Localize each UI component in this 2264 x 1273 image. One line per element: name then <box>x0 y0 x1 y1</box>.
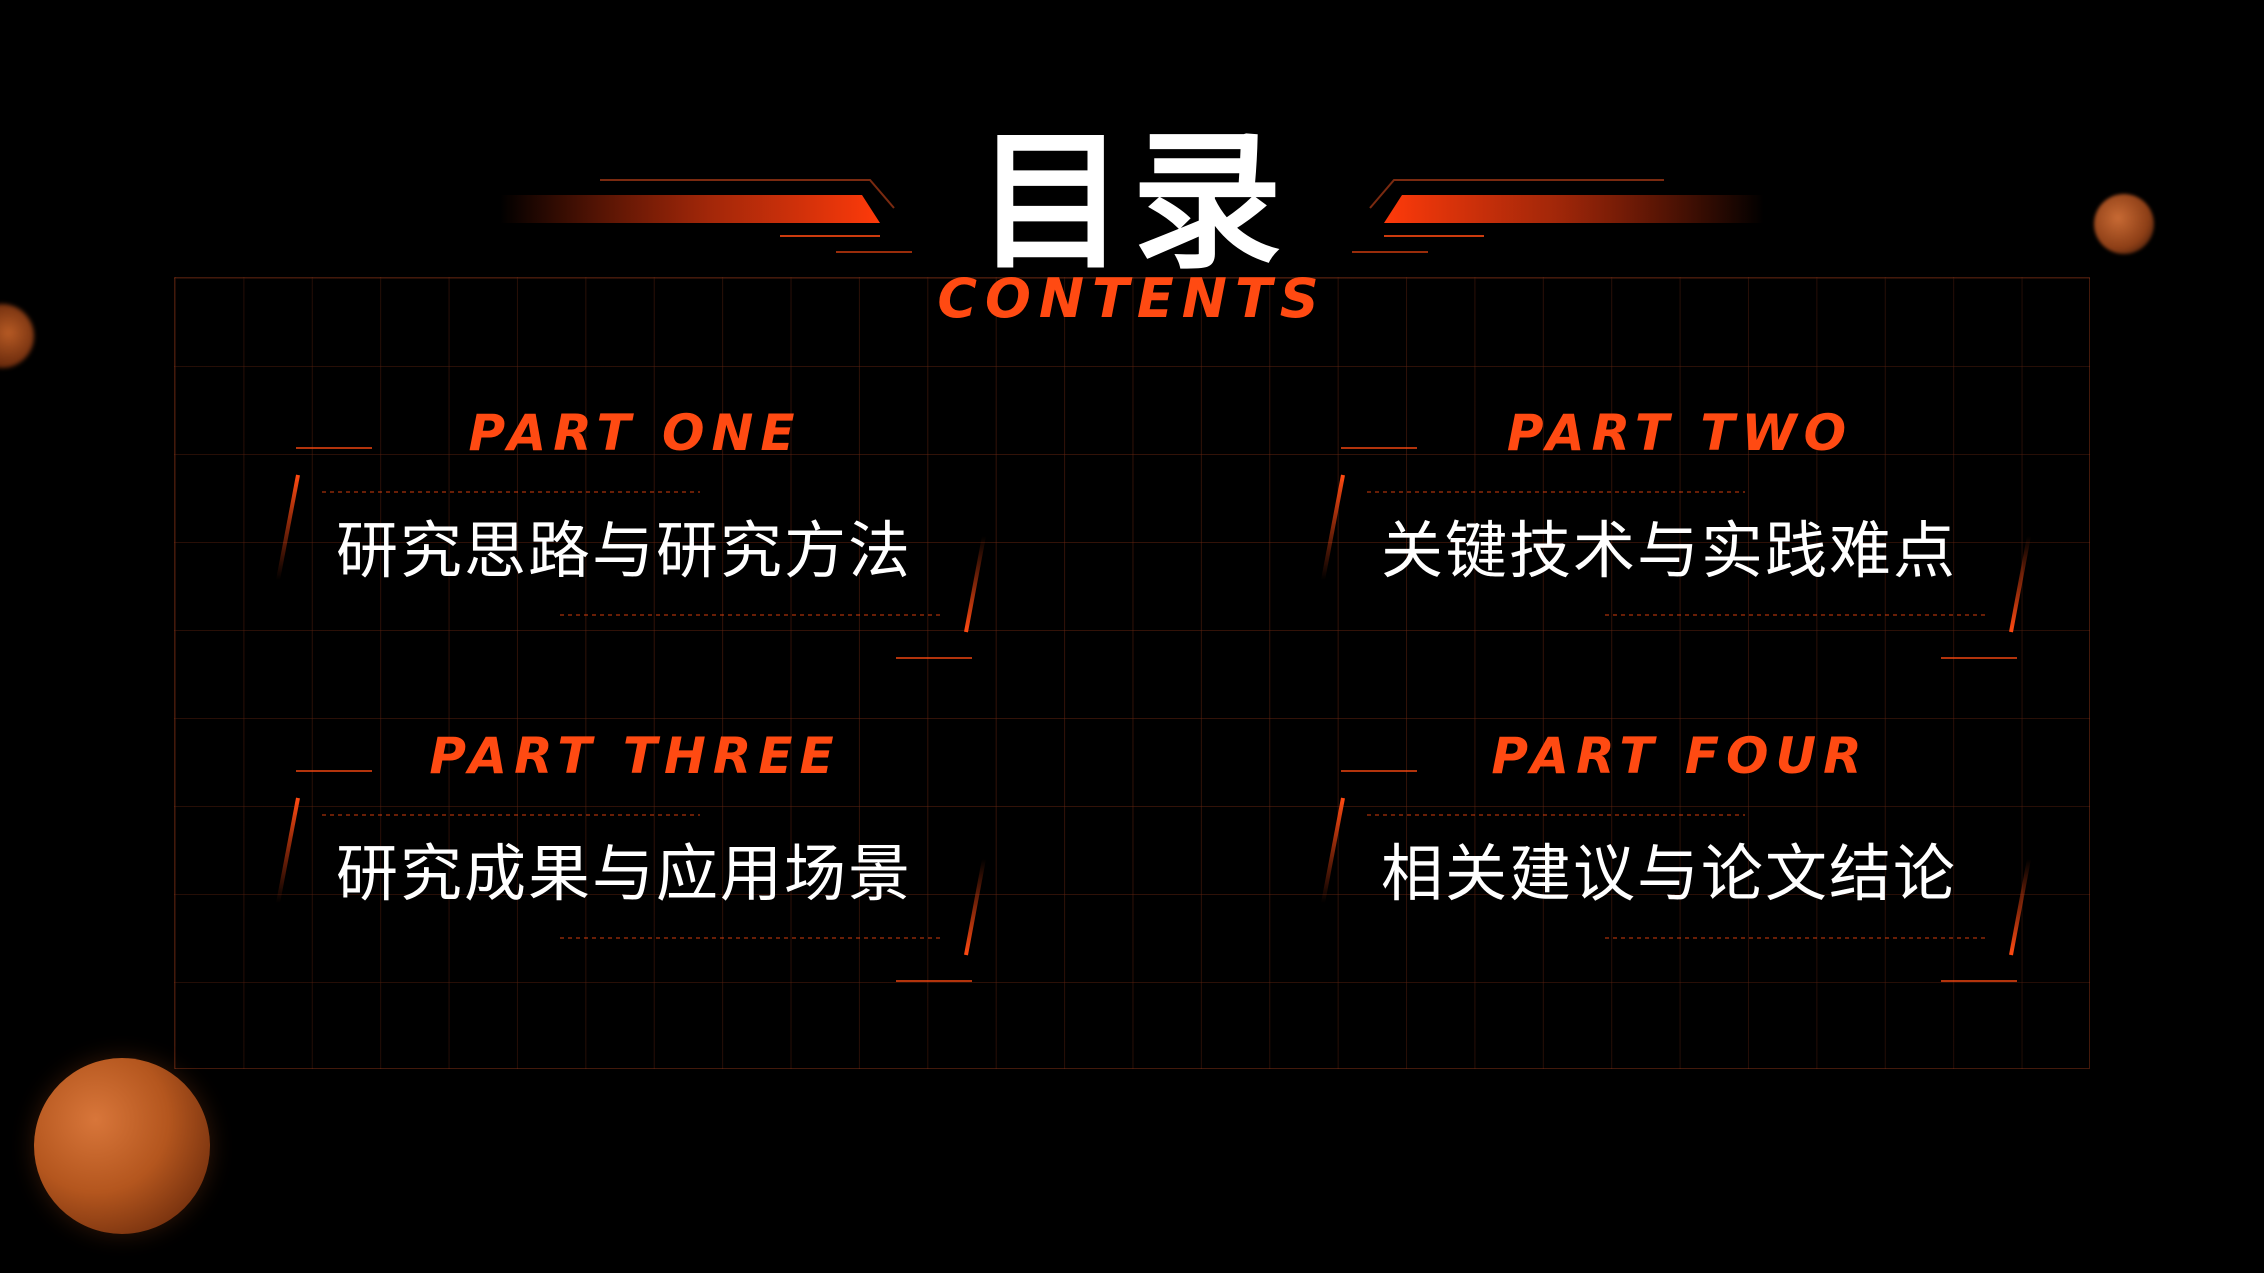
part-label-1: PART ONE <box>468 404 802 462</box>
toc-item-3[interactable]: 研究成果与应用场景 <box>336 837 913 910</box>
item-frame-4 <box>1321 770 2031 982</box>
toc-item-1[interactable]: 研究思路与研究方法 <box>336 514 913 587</box>
item-frame-3 <box>276 770 986 982</box>
toc-item-2[interactable]: 关键技术与实践难点 <box>1381 514 1958 587</box>
grid-panel <box>174 277 2090 1069</box>
item-frame-1 <box>276 447 986 659</box>
toc-item-4[interactable]: 相关建议与论文结论 <box>1381 837 1958 910</box>
page-subtitle: CONTENTS <box>937 267 1327 330</box>
part-label-4: PART FOUR <box>1491 727 1869 785</box>
orb-top-right <box>2094 194 2154 254</box>
orb-bottom-left <box>34 1058 210 1234</box>
part-label-3: PART THREE <box>429 727 841 785</box>
page-title: 目录 <box>975 116 1288 290</box>
part-label-2: PART TWO <box>1506 404 1854 462</box>
item-frame-2 <box>1321 447 2031 659</box>
